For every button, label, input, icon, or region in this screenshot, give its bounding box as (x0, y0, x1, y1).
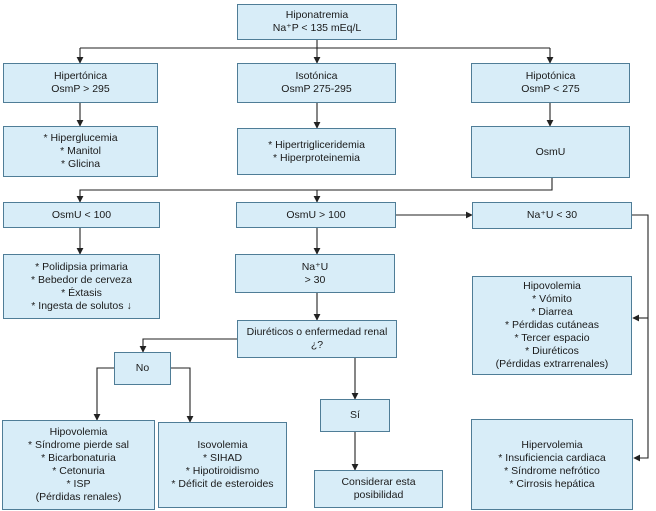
node-label: OsmP < 275 (521, 83, 580, 95)
node-label: * Síndrome nefrótico (504, 464, 600, 477)
node-label: * Síndrome pierde sal (28, 439, 129, 451)
node-label: Isotónica (295, 70, 338, 82)
node-label: * Déficit de esteroides (171, 478, 274, 490)
node-label: Isovolemia (197, 439, 248, 451)
node-label: > 30 (304, 273, 326, 286)
node-label: Considerar esta (341, 476, 416, 488)
node-polidipsia: * Polidipsia primaria * Bebedor de cerve… (3, 254, 160, 319)
node-isotonica: Isotónica OsmP 275-295 (237, 63, 396, 103)
node-label: * Hipertrigliceridemia (268, 138, 365, 151)
node-label: OsmU < 100 (51, 208, 112, 221)
node-label: * Vómito (532, 293, 572, 305)
node-label: OsmP 275-295 (281, 83, 352, 95)
node-label: * Hiperproteinemia (273, 151, 360, 164)
node-osmu: OsmU (471, 126, 630, 178)
node-nau-lt-30: Na⁺U < 30 (472, 202, 632, 229)
node-causas-hipertonica: * Hiperglucemia * Manitol * Glicina (3, 126, 158, 177)
node-label: * Pérdidas cutáneas (505, 319, 599, 331)
node-label: * Cirrosis hepática (509, 477, 595, 490)
node-label: * Diuréticos (525, 345, 579, 357)
node-label: (Pérdidas renales) (35, 491, 122, 503)
node-label: * Glicina (60, 158, 101, 170)
node-no: No (114, 352, 171, 385)
node-hipovolemia-renal: Hipovolemia * Síndrome pierde sal * Bica… (2, 420, 155, 510)
node-label: * Tercer espacio (514, 332, 590, 344)
node-causas-isotonica: * Hipertrigliceridemia * Hiperproteinemi… (237, 128, 396, 175)
node-label: * ISP (66, 478, 91, 490)
node-label: Hipovolemia (49, 426, 108, 438)
node-label: * Éxtasis (61, 286, 102, 299)
node-label: No (135, 362, 150, 374)
node-label: OsmP > 295 (51, 83, 110, 95)
node-diureticos-enfermedad-renal: Diuréticos o enfermedad renal ¿? (237, 320, 397, 358)
node-nau-gt-30: Na⁺U > 30 (235, 254, 395, 293)
node-osmu-lt-100: OsmU < 100 (3, 202, 160, 228)
node-label: * Diarrea (531, 306, 573, 318)
node-label: Hipotónica (525, 70, 576, 82)
node-si: Sí (320, 399, 390, 432)
node-label: Na⁺U < 30 (526, 209, 578, 221)
node-label: Hiponatremia (285, 9, 349, 21)
node-hipovolemia-extrarrenal: Hipovolemia * Vómito * Diarrea * Pérdida… (472, 276, 632, 375)
node-label: Na⁺U (301, 260, 329, 273)
node-hipertonica: Hipertónica OsmP > 295 (3, 63, 158, 103)
node-label: Hipervolemia (521, 438, 583, 451)
node-label: * SIHAD (202, 452, 243, 464)
node-label: Diuréticos o enfermedad renal (246, 326, 388, 338)
node-hipotonica: Hipotónica OsmP < 275 (471, 63, 630, 103)
node-label: Na⁺P < 135 mEq/L (272, 22, 362, 34)
node-label: OsmU > 100 (286, 208, 346, 221)
node-osmu-gt-100: OsmU > 100 (236, 202, 396, 228)
node-label: * Hiperglucemia (43, 132, 118, 144)
node-label: ¿? (310, 339, 324, 351)
node-label: * Bebedor de cerveza (31, 273, 132, 286)
node-label: * Cetonuria (52, 465, 105, 477)
node-label: OsmU (535, 145, 566, 158)
node-label: * Insuficiencia cardiaca (498, 451, 606, 464)
node-hipervolemia: Hipervolemia * Insuficiencia cardiaca * … (471, 419, 633, 510)
node-label: (Pérdidas extrarrenales) (495, 358, 609, 370)
node-label: posibilidad (353, 489, 404, 501)
node-considerar-posibilidad: Considerar esta posibilidad (314, 470, 443, 508)
node-label: * Hipotiroidismo (185, 465, 260, 477)
node-label: Hipovolemia (523, 280, 581, 292)
node-label: * Bicarbonaturia (41, 452, 116, 464)
node-label: * Manitol (60, 145, 101, 157)
node-label: Sí (350, 409, 360, 421)
node-label: * Ingesta de solutos ↓ (31, 299, 132, 312)
node-label: Hipertónica (53, 70, 108, 82)
node-hiponatremia: Hiponatremia Na⁺P < 135 mEq/L (237, 4, 397, 40)
node-label: * Polidipsia primaria (35, 260, 128, 273)
node-isovolemia: Isovolemia * SIHAD * Hipotiroidismo * Dé… (158, 422, 287, 508)
